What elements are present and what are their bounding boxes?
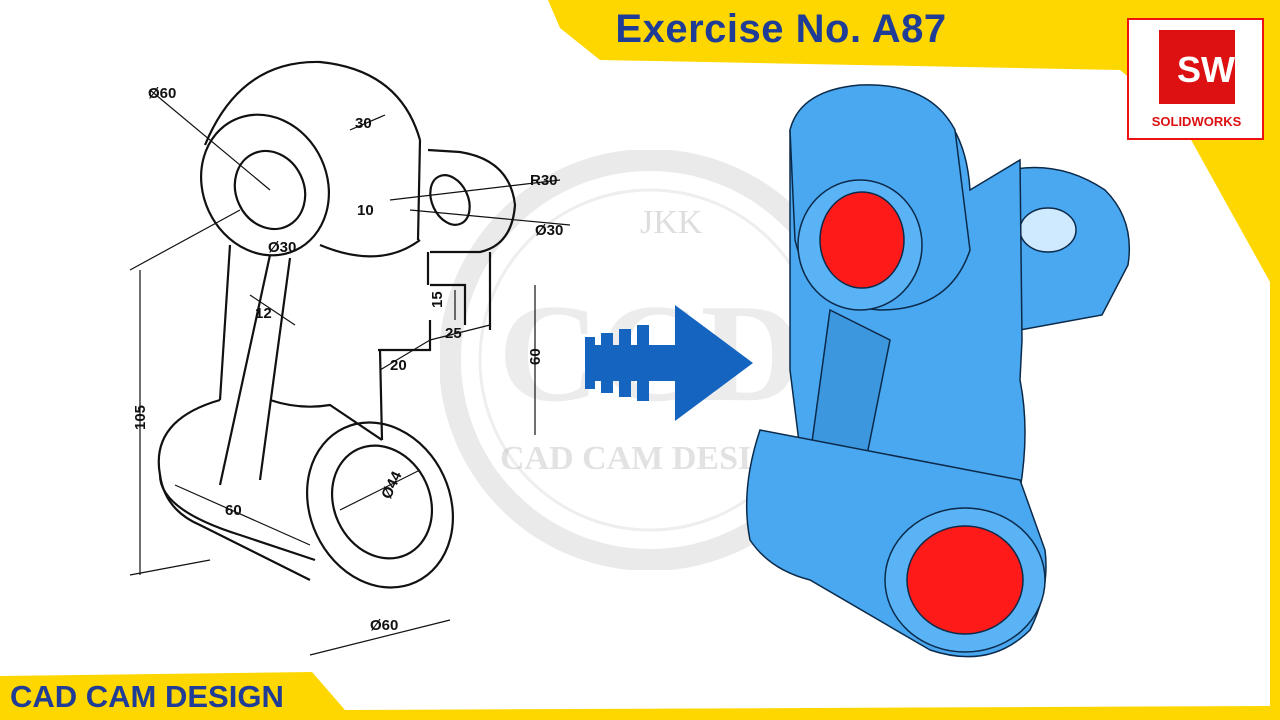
footer-banner: CAD CAM DESIGN [0,674,330,720]
dim-top-width: 30 [355,115,372,132]
solidworks-logo: S W SOLIDWORKS [1127,18,1264,140]
dim-web-20: 20 [390,357,407,374]
arrow-right-icon [585,305,753,421]
dim-top-inner-dia: Ø30 [268,239,296,256]
logo-s: S [1177,49,1201,90]
dim-lug-25: 25 [445,325,462,342]
dim-top-outer-dia: Ø60 [148,85,176,102]
dim-bottom-inner-dia: Ø44 [378,468,406,501]
dim-wall-10: 10 [357,202,374,219]
dim-radius: R30 [530,172,558,189]
brand-name: CAD CAM DESIGN [10,679,284,714]
logo-name: SOLIDWORKS [1151,114,1242,129]
dim-lug-15: 15 [429,291,446,308]
dim-height-60: 60 [527,348,544,365]
watermark-jkk: JKK [640,204,703,241]
technical-drawing: Ø60 30 Ø30 10 R30 Ø30 12 15 25 20 60 105… [129,60,571,656]
dim-bottom-outer-dia: Ø60 [370,617,398,634]
dim-bottom-width: 60 [225,502,242,519]
exercise-title: Exercise No. A87 [615,6,947,51]
solid-model [745,84,1131,658]
logo-w: W [1201,49,1235,90]
dim-rib-12: 12 [255,305,272,322]
dim-lug-dia: Ø30 [535,222,563,239]
title-banner: Exercise No. A87 [566,0,996,58]
dim-total-height: 105 [132,405,149,430]
